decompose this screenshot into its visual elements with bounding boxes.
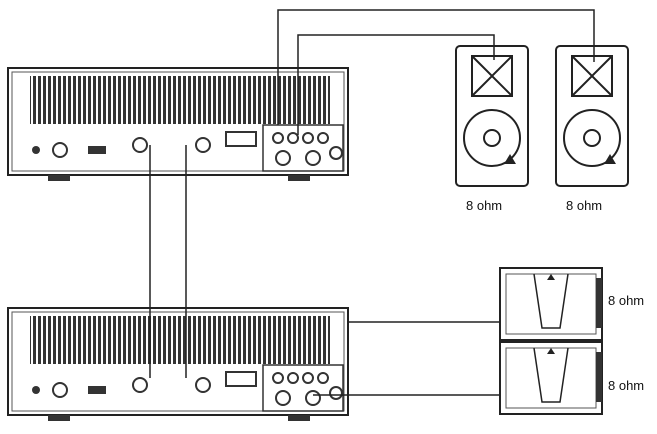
subwoofer-bottom bbox=[499, 341, 603, 415]
cable-left-speaker bbox=[297, 34, 495, 135]
cable-right-speaker bbox=[277, 9, 595, 125]
speaker-right-impedance: 8 ohm bbox=[566, 198, 603, 213]
amplifier-bottom bbox=[7, 307, 349, 422]
subwoofer-top bbox=[499, 267, 603, 341]
speaker-left-impedance: 8 ohm bbox=[466, 198, 503, 213]
sub-top-impedance: 8 ohm bbox=[608, 293, 645, 308]
speaker-left bbox=[455, 45, 529, 187]
sub-bottom-impedance: 8 ohm bbox=[608, 378, 645, 393]
amplifier-top bbox=[7, 67, 349, 182]
speaker-right bbox=[555, 45, 629, 187]
cables bbox=[149, 9, 595, 396]
